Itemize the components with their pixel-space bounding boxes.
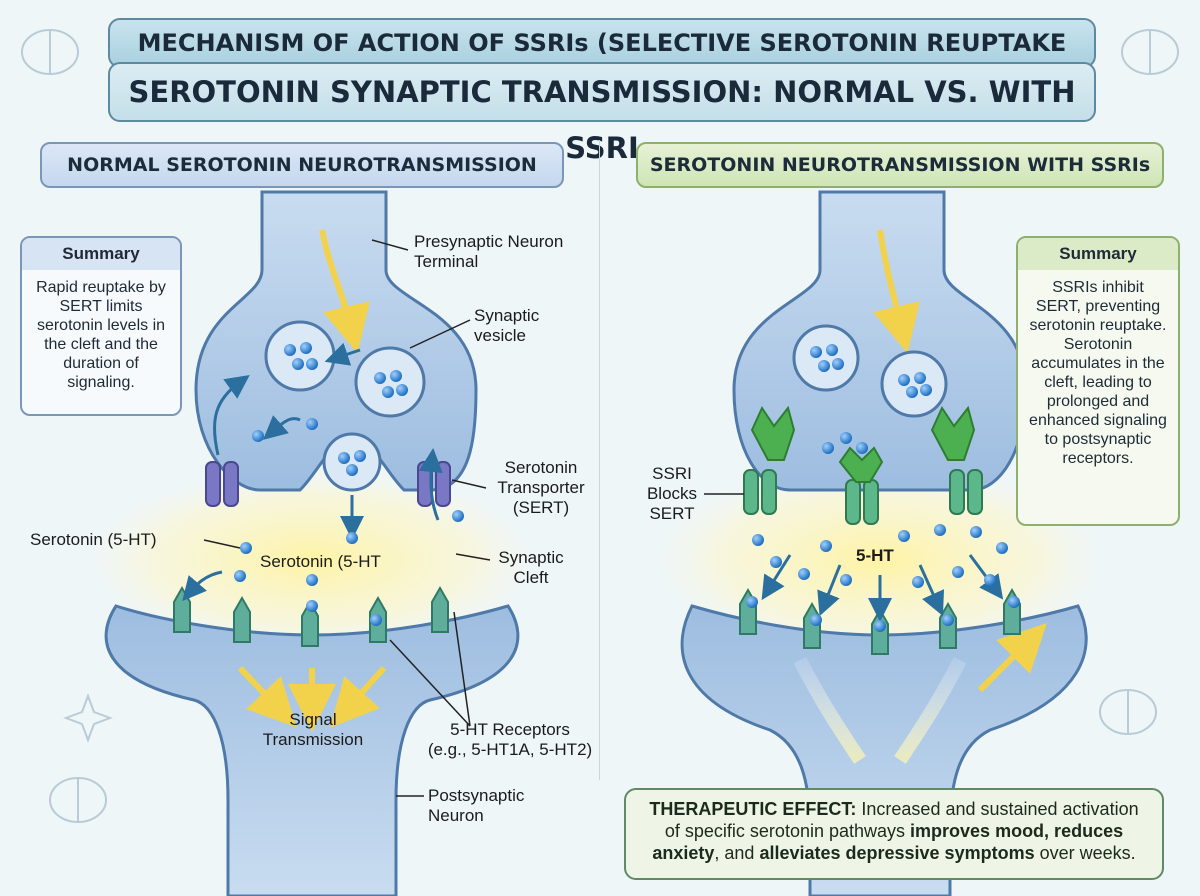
label-signal-transmission: Signal Transmission	[262, 710, 364, 749]
cleft-glow-left	[82, 465, 542, 655]
signal-arrow-3	[329, 665, 387, 728]
brain-icon-decor	[21, 29, 1179, 823]
vesicle-arrow	[324, 342, 361, 366]
panel-divider	[599, 140, 600, 780]
fusing-vesicle	[322, 432, 382, 492]
label-5ht-receptors-examples: (e.g., 5-HT1A, 5-HT2)	[427, 740, 593, 759]
label-serotonin-side: Serotonin (5-HT)	[30, 530, 157, 549]
label-5ht-receptors: 5-HT Receptors (e.g., 5-HT1A, 5-HT2)	[420, 720, 600, 760]
enhanced-signal-arrow	[977, 623, 1047, 693]
label-sert: Serotonin Transporter (SERT)	[497, 458, 585, 517]
left-panel-heading: NORMAL SEROTONIN NEUROTRANSMISSION	[40, 142, 564, 188]
label-serotonin-center: Serotonin (5-HT	[260, 552, 381, 571]
recycle-arrow	[262, 415, 301, 440]
summary-normal-text: Rapid reuptake by SERT limits serotonin …	[36, 279, 166, 391]
bind-arrow	[182, 570, 223, 602]
summary-normal-title: Summary	[22, 238, 180, 270]
sert-transporter-left-1	[205, 461, 239, 507]
sparkle-icon	[63, 693, 113, 743]
effect-text-1: Increased and sustained activation of sp…	[664, 799, 1139, 841]
label-synaptic-vesicle: Synaptic vesicle	[474, 306, 540, 345]
effect-text-2: , and	[714, 843, 760, 863]
summary-ssri: Summary SSRIs inhibit SERT, preventing s…	[1016, 236, 1180, 526]
action-potential-arrow-right	[873, 229, 920, 354]
sert-transporter-right-1	[743, 469, 777, 515]
serotonin-molecules-left	[234, 342, 464, 626]
sert-transporter-right-3	[949, 469, 983, 515]
leader-lines	[203, 239, 744, 797]
ssri-blockers	[750, 405, 976, 483]
summary-normal: Summary Rapid reuptake by SERT limits se…	[20, 236, 182, 416]
label-ssri-blocks-sert: SSRI Blocks SERT	[646, 464, 698, 523]
reuptake-arrow-1	[213, 374, 250, 456]
effect-bold-2: alleviates depressive symptoms	[759, 843, 1035, 863]
synaptic-vesicle-4	[880, 350, 948, 418]
label-presynaptic: Presynaptic Neuron Terminal	[414, 232, 564, 271]
serotonin-molecules-right	[746, 344, 1020, 632]
therapeutic-effect-box: THERAPEUTIC EFFECT: Increased and sustai…	[624, 788, 1164, 880]
subtitle: SEROTONIN SYNAPTIC TRANSMISSION: NORMAL …	[108, 62, 1096, 165]
synaptic-vesicle-3	[792, 324, 860, 392]
signal-arrow-1	[237, 665, 297, 728]
synaptic-vesicle-2	[354, 346, 426, 418]
reuptake-arrow-2	[418, 448, 443, 521]
effect-lead: THERAPEUTIC EFFECT:	[649, 799, 857, 819]
right-panel-heading: SEROTONIN NEUROTRANSMISSION WITH SSRIs	[636, 142, 1164, 188]
label-synaptic-cleft: Synaptic Cleft	[498, 548, 564, 587]
effect-bold-1: improves mood, reduces anxiety	[652, 821, 1124, 863]
effect-text-3: over weeks.	[1034, 843, 1136, 863]
label-postsynaptic: Postsynaptic Neuron	[428, 786, 525, 825]
action-potential-arrow-left	[319, 229, 370, 354]
label-5ht: 5-HT	[856, 546, 894, 565]
synaptic-vesicle-1	[264, 320, 336, 392]
summary-ssri-text: SSRIs inhibit SERT, preventing serotonin…	[1029, 279, 1167, 467]
sert-transporter-right-2	[845, 479, 879, 525]
label-5ht-receptors-name: 5-HT Receptors	[450, 720, 570, 739]
summary-ssri-title: Summary	[1018, 238, 1178, 270]
